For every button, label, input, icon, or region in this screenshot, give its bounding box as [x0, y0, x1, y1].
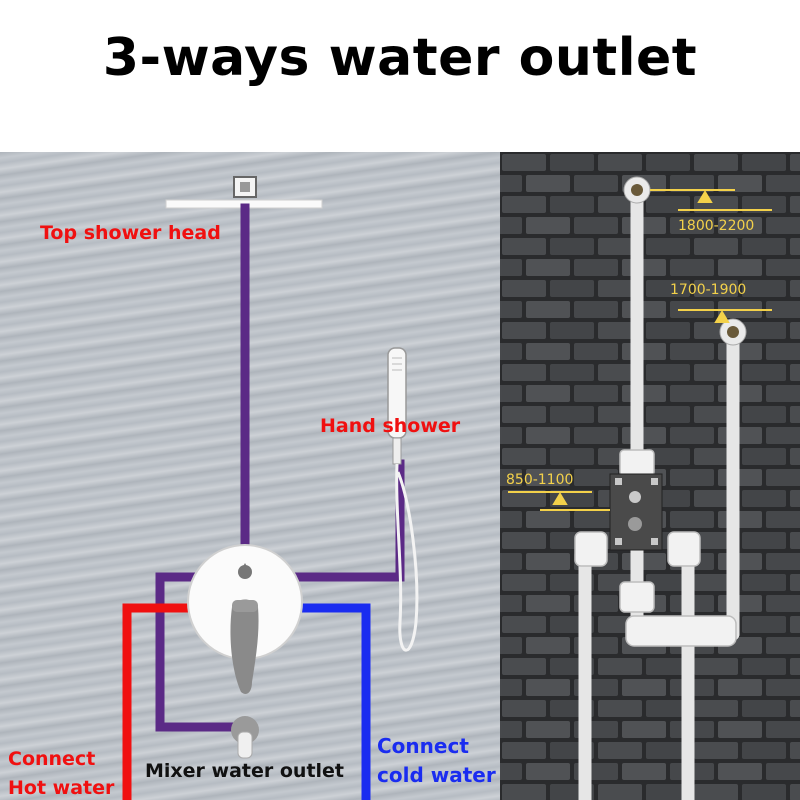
hand-shower [387, 347, 419, 652]
installation-panel: 1800-2200 1700-1900 850-1100 [500, 152, 800, 800]
hand-shower-label: Hand shower [320, 415, 461, 437]
top-shower-head [165, 176, 323, 209]
mixer-outlet-spout [231, 716, 259, 759]
connect-hot-label: Connect [8, 748, 96, 770]
dimension-hand-outlet: 1700-1900 [670, 282, 747, 298]
valve-box [609, 473, 663, 551]
installation-drawing [500, 152, 800, 800]
connect-cold-label: Connect [377, 734, 469, 758]
schematic-drawing [122, 176, 419, 800]
schematic-panel: Top shower head Hand shower Connect Hot … [0, 152, 500, 800]
dimension-markers [508, 189, 772, 511]
cold-water-label: cold water [377, 763, 496, 787]
cold-water-pipe [300, 603, 371, 800]
mixer-outlet-label: Mixer water outlet [145, 760, 345, 782]
top-shower-head-label: Top shower head [40, 222, 221, 244]
page-title: 3-ways water outlet [102, 28, 698, 88]
dimension-valve: 850-1100 [506, 472, 574, 488]
hot-water-pipe [122, 603, 190, 800]
dimension-top-outlet: 1800-2200 [678, 218, 755, 234]
mixer-valve [187, 544, 303, 694]
hot-water-label: Hot water [8, 777, 115, 799]
pipe-fittings [574, 449, 737, 647]
outlet-elbows [623, 176, 747, 346]
